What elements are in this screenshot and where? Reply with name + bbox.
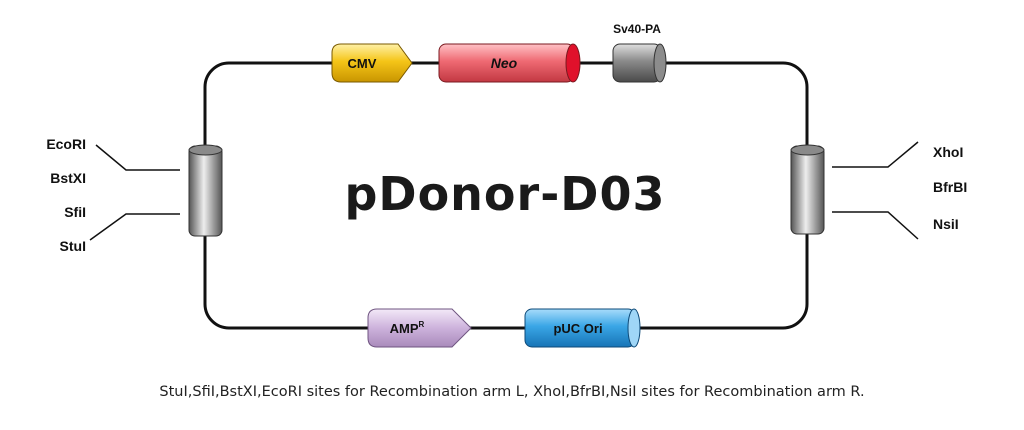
site-label-nsii: NsiI — [933, 216, 959, 232]
ampr-gene: AMPR — [367, 308, 472, 348]
neo-label: Neo — [491, 55, 518, 71]
figure-caption: StuI,SfiI,BstXI,EcoRI sites for Recombin… — [159, 384, 865, 400]
left-site-leaders — [89, 144, 180, 241]
left-recombination-arm — [188, 144, 223, 237]
right-recombination-arm — [790, 144, 825, 235]
plasmid-title: pDonor-D03 — [344, 167, 665, 221]
ampr-label: AMPR — [390, 320, 425, 336]
ampr-label-main: AMP — [390, 321, 419, 336]
sv40pa-element: Sv40-PA — [612, 22, 667, 83]
neo-gene: Neo — [438, 43, 581, 83]
puc-ori-element: pUC Ori — [524, 308, 641, 348]
site-label-bfrbi: BfrBI — [933, 179, 967, 195]
sv40pa-label: Sv40-PA — [613, 22, 661, 36]
site-label-xhoi: XhoI — [933, 144, 963, 160]
site-label-ecori: EcoRI — [46, 136, 86, 152]
cmv-label: CMV — [348, 56, 377, 71]
ampr-label-superscript: R — [419, 320, 425, 329]
puc-ori-label: pUC Ori — [553, 321, 602, 336]
site-label-bstxi: BstXI — [50, 170, 86, 186]
right-site-leaders — [832, 141, 919, 240]
cmv-promoter: CMV — [331, 43, 413, 83]
site-label-sfii: SfiI — [64, 204, 86, 220]
site-label-stui: StuI — [60, 238, 86, 254]
